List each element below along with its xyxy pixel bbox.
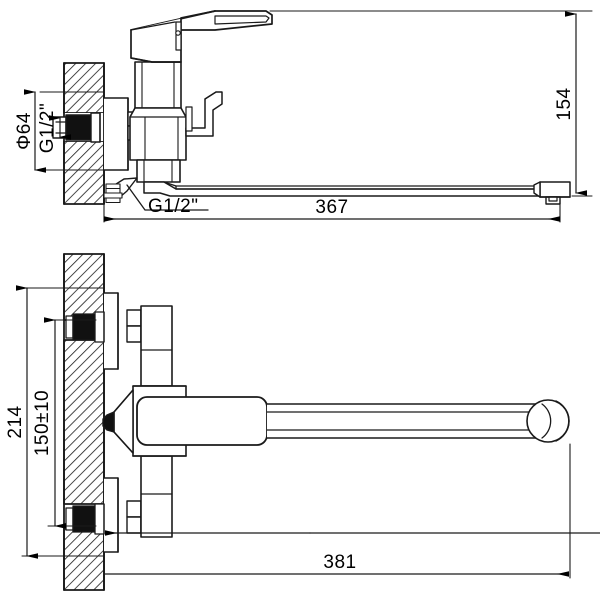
escutcheon-lower-bottom xyxy=(103,477,119,553)
escutcheon-upper-bottom xyxy=(103,292,119,370)
label-367: 367 xyxy=(315,197,348,218)
dimension-150 xyxy=(44,317,97,529)
wall-section-bottom xyxy=(63,253,105,591)
diverter-outlet-top xyxy=(185,91,223,137)
dimension-381 xyxy=(103,443,600,579)
bottom-inlet-spigot-top xyxy=(103,177,138,204)
spout-tube-top xyxy=(143,181,571,205)
label-214: 214 xyxy=(5,405,26,438)
dimension-367 xyxy=(103,199,561,223)
hex-nut-lower-bottom xyxy=(126,500,142,534)
side-elevation-view xyxy=(24,10,593,223)
lever-handle-bottom[interactable] xyxy=(102,389,134,454)
leader-g12-outlet xyxy=(126,184,209,211)
label-g12-inlet: G1/2" xyxy=(37,103,58,153)
label-phi64: Φ64 xyxy=(14,112,35,150)
mixer-body-top xyxy=(129,61,187,183)
dimension-g12-inlet xyxy=(49,115,71,140)
dimension-phi64 xyxy=(24,89,105,173)
lever-handle-top[interactable] xyxy=(130,10,273,63)
label-150: 150±10 xyxy=(32,390,53,456)
inlet-connector-upper-bottom xyxy=(65,311,105,343)
plan-view xyxy=(16,253,600,591)
label-154: 154 xyxy=(554,87,575,120)
label-g12-outlet: G1/2" xyxy=(148,196,198,217)
dimension-214 xyxy=(16,285,105,559)
spout-tube-bottom xyxy=(136,396,570,446)
hex-nut-upper-bottom xyxy=(126,309,142,343)
hose-thread-rings xyxy=(103,183,123,204)
label-381: 381 xyxy=(323,552,356,573)
inlet-connector-lower-bottom xyxy=(65,503,105,535)
escutcheon-plate-top xyxy=(103,97,129,171)
